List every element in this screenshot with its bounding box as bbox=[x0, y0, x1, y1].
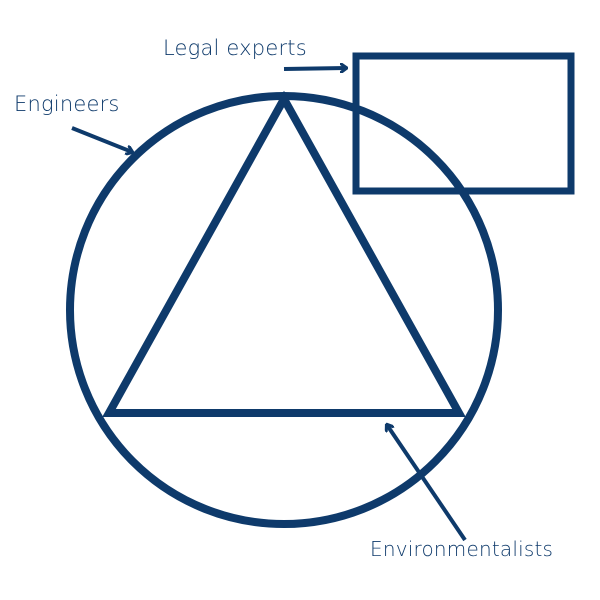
environmentalists-arrow bbox=[387, 425, 467, 542]
legal-experts-rectangle bbox=[352, 52, 575, 195]
engineers-circle bbox=[66, 92, 502, 528]
legal-experts-label: Legal experts bbox=[163, 36, 307, 60]
engineers-arrow bbox=[71, 126, 132, 152]
environmentalists-label: Environmentalists bbox=[370, 537, 554, 561]
environmentalists-triangle bbox=[102, 90, 466, 417]
legal-arrow bbox=[283, 68, 346, 69]
engineers-label: Engineers bbox=[14, 92, 120, 116]
